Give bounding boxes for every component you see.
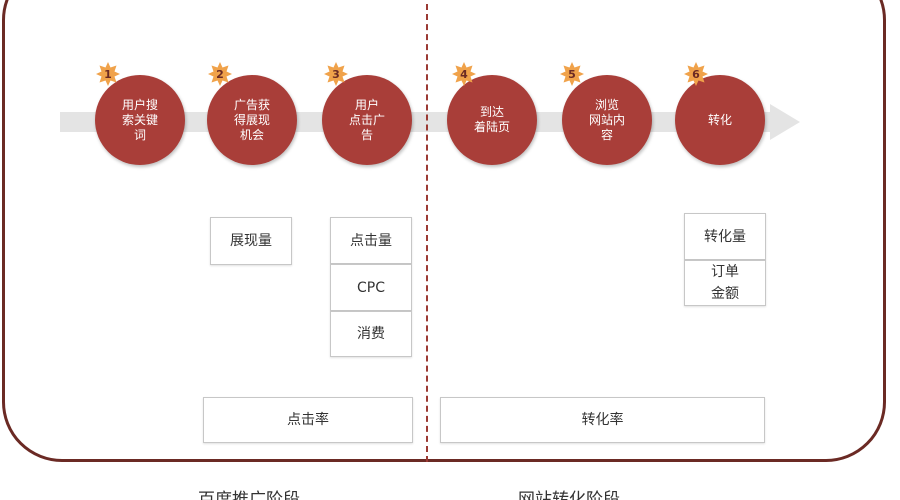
starburst-icon	[684, 62, 708, 86]
step-3-circle: 用户 点击广 告	[322, 75, 412, 165]
clicks-box: 点击量	[330, 217, 412, 264]
starburst-icon	[324, 62, 348, 86]
step-2-badge: 2	[208, 62, 232, 86]
step-2-circle: 广告获 得展现 机会	[207, 75, 297, 165]
conversion-stage-label: 网站转化阶段	[518, 490, 620, 500]
starburst-icon	[208, 62, 232, 86]
ctr-box: 点击率	[203, 397, 413, 443]
step-6-badge: 6	[684, 62, 708, 86]
promotion-stage-label: 百度推广阶段	[198, 490, 300, 500]
step-4-number: 4	[460, 67, 468, 81]
step-4-circle: 到达 着陆页	[447, 75, 537, 165]
step-5-label: 浏览 网站内 容	[588, 97, 625, 142]
step-3-label: 用户 点击广 告	[348, 97, 385, 142]
order-amount-box: 订单 金额	[684, 260, 766, 306]
step-1-badge: 1	[96, 62, 120, 86]
step-4-label: 到达 着陆页	[473, 105, 510, 134]
step-5-circle: 浏览 网站内 容	[562, 75, 652, 165]
step-5-badge: 5	[560, 62, 584, 86]
stage-divider	[426, 4, 428, 462]
step-3-badge: 3	[324, 62, 348, 86]
step-6-label: 转化	[707, 112, 732, 127]
step-1-label: 用户搜 索关键 词	[121, 97, 158, 142]
step-1-circle: 用户搜 索关键 词	[95, 75, 185, 165]
step-6-circle: 转化	[675, 75, 765, 165]
starburst-icon	[96, 62, 120, 86]
spend-box: 消费	[330, 311, 412, 357]
conversions-box: 转化量	[684, 213, 766, 260]
step-3-number: 3	[332, 67, 340, 81]
cpc-box: CPC	[330, 264, 412, 311]
diagram-frame	[2, 0, 886, 462]
step-5-number: 5	[568, 67, 576, 81]
step-1-number: 1	[104, 67, 112, 81]
conversion-rate-box: 转化率	[440, 397, 765, 443]
step-2-label: 广告获 得展现 机会	[233, 97, 270, 142]
starburst-icon	[452, 62, 476, 86]
step-2-number: 2	[216, 67, 224, 81]
step-4-badge: 4	[452, 62, 476, 86]
impressions-box: 展现量	[210, 217, 292, 265]
step-6-number: 6	[692, 67, 700, 81]
starburst-icon	[560, 62, 584, 86]
